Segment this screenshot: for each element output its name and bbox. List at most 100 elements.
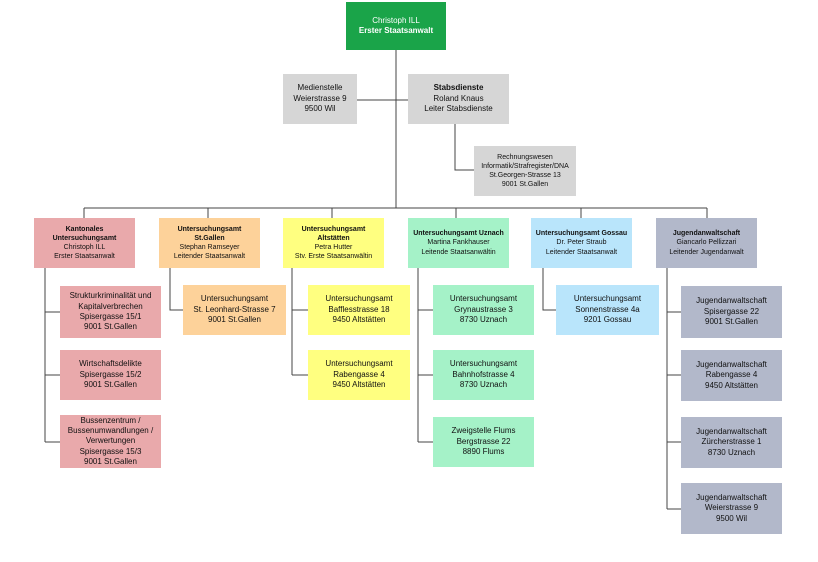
node-jugend-altstaetten: Jugendanwaltschaft Rabengasse 4 9450 Alt… <box>681 350 782 401</box>
d2-line-2: Leitender Staatsanwalt <box>173 253 246 261</box>
head-name: Christoph ILL <box>372 15 420 25</box>
node-kantonales-untersuchungsamt: Kantonales Untersuchungsamt Christoph IL… <box>34 218 135 268</box>
stabs-title: Stabsdienste <box>433 83 484 93</box>
c6a-line-2: Spisergasse 22 <box>703 306 760 316</box>
head-title: Erster Staatsanwalt <box>358 26 434 35</box>
d5-line-1: Dr. Peter Straub <box>556 239 607 247</box>
d3-line-2: Stv. Erste Staatsanwältin <box>294 253 373 261</box>
d4-line-2: Leitende Staatsanwältin <box>421 248 496 256</box>
d6-line-1: Giancarlo Pellizzari <box>676 239 737 247</box>
d5-line-2: Leitender Staatsanwalt <box>545 248 618 256</box>
c6c-line-2: Zürcherstrasse 1 <box>701 437 762 447</box>
c3b-line-3: 9450 Altstätten <box>332 380 386 390</box>
node-ua-altstaetten-rabengasse: Untersuchungsamt Rabengasse 4 9450 Altst… <box>308 350 410 400</box>
c3a-line-1: Untersuchungsamt <box>325 294 393 304</box>
c5a-line-2: Sonnenstrasse 4a <box>575 304 640 314</box>
c2a-line-1: Untersuchungsamt <box>200 294 269 304</box>
c3b-line-1: Untersuchungsamt <box>325 359 393 369</box>
c1c-line-3: 9001 St.Gallen <box>84 457 137 467</box>
c1b-line-1: Wirtschaftsdelikte <box>79 359 142 369</box>
d3-line-1: Petra Hutter <box>314 244 353 251</box>
node-ua-uznach-bahnhofstrasse: Untersuchungsamt Bahnhofstrasse 4 8730 U… <box>433 350 534 400</box>
node-strukturkriminalitaet: Strukturkriminalität und Kapitalverbrech… <box>60 286 161 338</box>
connector-d3-children <box>291 268 308 376</box>
connector-d1-children <box>44 268 60 443</box>
c6b-line-3: 9450 Altstätten <box>705 380 758 390</box>
d5-title: Untersuchungsamt Gossau <box>535 230 628 238</box>
c1a-line-3: 9001 St.Gallen <box>84 322 137 332</box>
d1-line-1: Christoph ILL <box>63 244 106 251</box>
c4b-line-2: Bahnhofstrasse 4 <box>452 369 515 379</box>
d3-title: Untersuchungsamt Altstätten <box>301 225 366 242</box>
c3a-line-2: Bafflesstrasse 18 <box>328 304 390 314</box>
connector-d5-children <box>542 268 556 311</box>
d2-title: Untersuchungsamt St.Gallen <box>177 225 242 242</box>
node-ua-gossau-office: Untersuchungsamt Sonnenstrasse 4a 9201 G… <box>556 285 659 335</box>
node-untersuchungsamt-uznach: Untersuchungsamt Uznach Martina Fankhaus… <box>408 218 509 268</box>
node-zweigstelle-flums: Zweigstelle Flums Bergstrasse 22 8890 Fl… <box>433 417 534 467</box>
c4c-line-2: Bergstrasse 22 <box>456 436 511 446</box>
c6c-line-1: Jugendanwaltschaft <box>696 426 767 436</box>
rechnung-line-4: 9001 St.Gallen <box>501 181 549 189</box>
d4-title: Untersuchungsamt Uznach <box>413 230 504 238</box>
node-rechnungswesen: Rechnungswesen Informatik/Strafregister/… <box>474 146 576 196</box>
c4c-line-3: 8890 Flums <box>462 447 505 457</box>
node-medienstelle: Medienstelle Weierstrasse 9 9500 Wil <box>283 74 357 124</box>
d1-title: Kantonales Untersuchungsamt <box>52 225 117 242</box>
node-untersuchungsamt-gossau: Untersuchungsamt Gossau Dr. Peter Straub… <box>531 218 632 268</box>
c4b-line-3: 8730 Uznach <box>459 380 508 390</box>
node-jugendanwaltschaft: Jugendanwaltschaft Giancarlo Pellizzari … <box>656 218 757 268</box>
node-ua-stgallen-office: Untersuchungsamt St. Leonhard-Strasse 7 … <box>183 285 286 335</box>
rechnung-line-1: Rechnungswesen <box>497 153 553 161</box>
node-ua-altstaetten-bafflesstrasse: Untersuchungsamt Bafflesstrasse 18 9450 … <box>308 285 410 335</box>
medien-line-1: Medienstelle <box>297 83 343 93</box>
stabs-line-2: Leiter Stabsdienste <box>424 104 493 114</box>
d1-line-2: Erster Staatsanwalt <box>54 253 115 261</box>
d6-line-2: Leitender Jugendanwalt <box>669 248 744 256</box>
medien-line-3: 9500 Wil <box>304 104 336 114</box>
c1b-line-3: 9001 St.Gallen <box>84 380 137 390</box>
c3b-line-2: Rabengasse 4 <box>333 369 385 379</box>
c1a-line-2: Spisergasse 15/1 <box>79 312 142 321</box>
node-untersuchungsamt-stgallen: Untersuchungsamt St.Gallen Stephan Ramse… <box>159 218 260 268</box>
c1b-line-2: Spisergasse 15/2 <box>79 369 142 379</box>
c5a-line-3: 9201 Gossau <box>583 315 632 325</box>
c6d-line-2: Weierstrasse 9 <box>704 503 759 513</box>
node-jugend-wil: Jugendanwaltschaft Weierstrasse 9 9500 W… <box>681 483 782 534</box>
c6a-line-3: 9001 St.Gallen <box>705 317 758 327</box>
c4a-line-1: Untersuchungsamt <box>449 294 518 304</box>
rechnung-line-2: Informatik/Strafregister/DNA <box>481 162 569 170</box>
node-ua-uznach-grynaustrasse: Untersuchungsamt Grynaustrasse 3 8730 Uz… <box>433 285 534 335</box>
connector-rechnung <box>454 124 474 171</box>
c1c-line-2: Spisergasse 15/3 <box>79 446 142 456</box>
node-jugend-uznach: Jugendanwaltschaft Zürcherstrasse 1 8730… <box>681 417 782 468</box>
c1a-line-1: Strukturkriminalität und Kapitalverbrech… <box>69 291 152 311</box>
connector-d2-children <box>169 268 183 311</box>
node-stabsdienste: Stabsdienste Roland Knaus Leiter Stabsdi… <box>408 74 509 124</box>
node-wirtschaftsdelikte: Wirtschaftsdelikte Spisergasse 15/2 9001… <box>60 350 161 400</box>
c6b-line-2: Rabengasse 4 <box>705 370 758 380</box>
c4c-line-1: Zweigstelle Flums <box>451 426 516 436</box>
c6d-line-3: 9500 Wil <box>715 513 748 523</box>
d4-line-1: Martina Fankhauser <box>427 239 490 247</box>
c2a-line-2: St. Leonhard-Strasse 7 <box>193 304 276 314</box>
c2a-line-3: 9001 St.Gallen <box>208 315 261 325</box>
c6a-line-1: Jugendanwaltschaft <box>696 296 767 306</box>
connector-d6-children <box>666 268 681 510</box>
c6d-line-1: Jugendanwaltschaft <box>696 492 767 502</box>
c4b-line-1: Untersuchungsamt <box>449 359 518 369</box>
medien-line-2: Weierstrasse 9 <box>293 93 347 103</box>
rechnung-line-3: St.Georgen-Strasse 13 <box>489 172 561 179</box>
node-untersuchungsamt-altstaetten: Untersuchungsamt Altstätten Petra Hutter… <box>283 218 384 268</box>
c5a-line-1: Untersuchungsamt <box>573 294 642 304</box>
d6-title: Jugendanwaltschaft <box>672 230 741 238</box>
connector-d4-children <box>417 268 433 443</box>
c6c-line-3: 8730 Uznach <box>707 447 756 457</box>
node-bussenzentrum: Bussenzentrum / Bussenumwandlungen / Ver… <box>60 415 161 468</box>
node-head: Christoph ILL Erster Staatsanwalt <box>346 2 446 50</box>
c4a-line-3: 8730 Uznach <box>459 315 508 325</box>
c3a-line-3: 9450 Altstätten <box>332 315 386 325</box>
c4a-line-2: Grynaustrasse 3 <box>454 304 513 314</box>
